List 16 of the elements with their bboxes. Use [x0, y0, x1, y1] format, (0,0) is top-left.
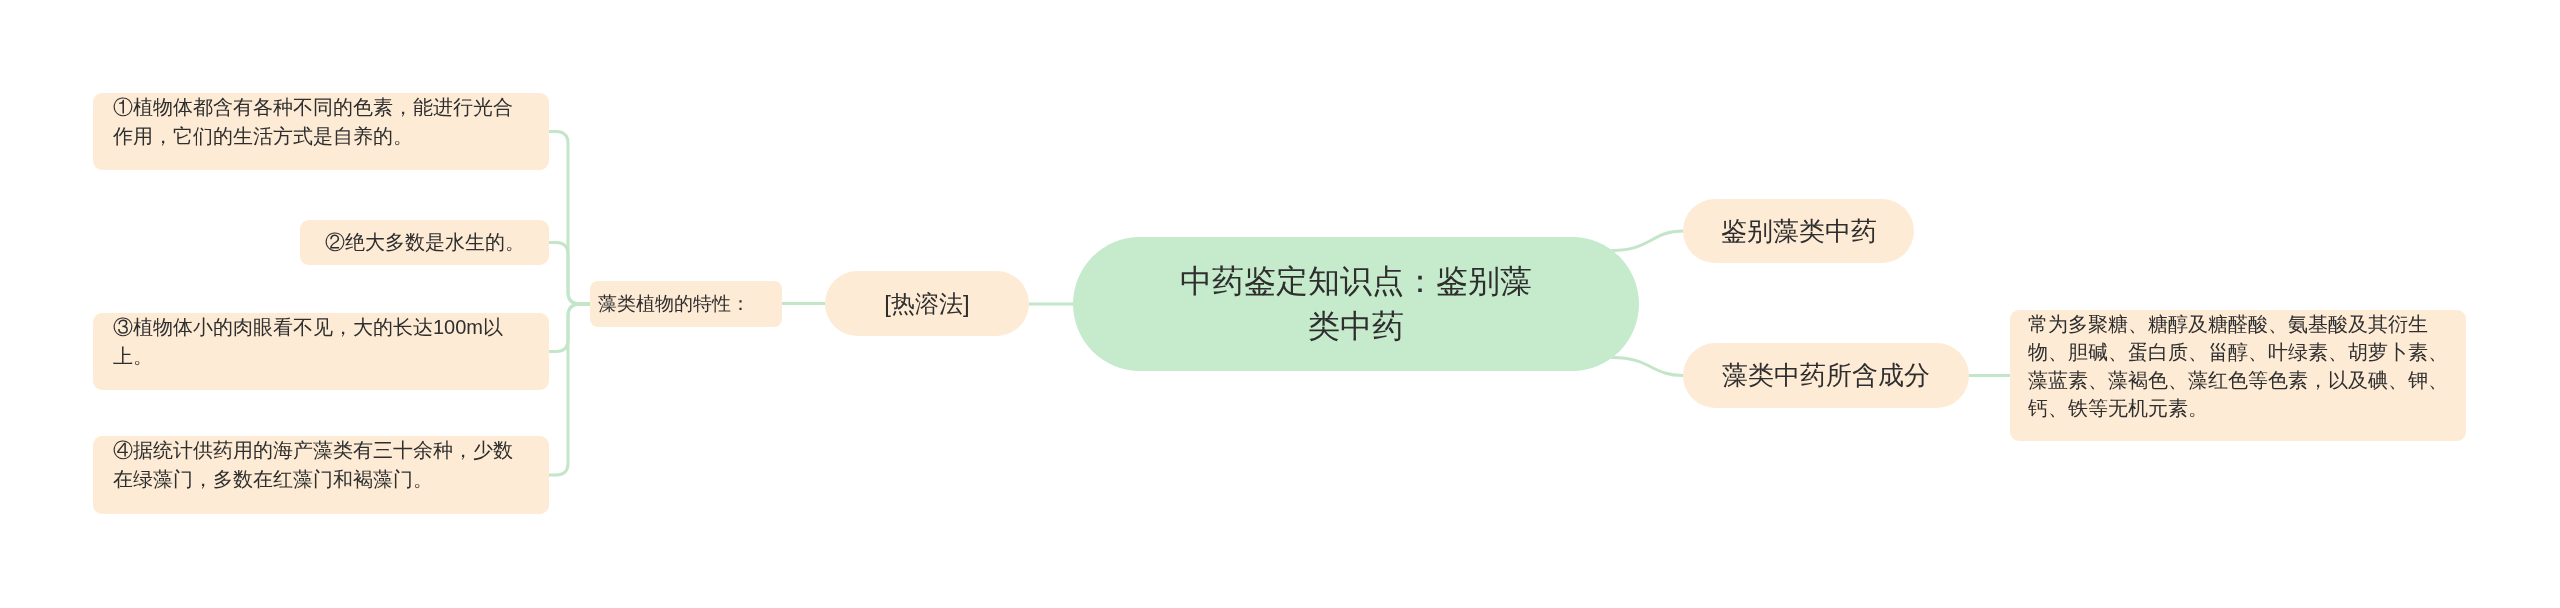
central-topic: 中药鉴定知识点：鉴别藻类中药	[1073, 237, 1639, 371]
note-card: 常为多聚糖、糖醇及糖醛酸、氨基酸及其衍生物、胆碱、蛋白质、甾醇、叶绿素、胡萝卜素、藻蓝素、藻褐色、藻红色等色素，以及碘、钾、钙、铁等无机元素。	[2010, 310, 2466, 441]
note-card: ①植物体都含有各种不同的色素，能进行光合作用，它们的生活方式是自养的。	[93, 93, 549, 170]
note-card: ③植物体小的肉眼看不见，大的长达100m以上。	[93, 313, 549, 390]
connector-line	[547, 302, 592, 477]
branch-topic: 鉴别藻类中药	[1683, 199, 1914, 263]
connector-line	[780, 302, 827, 305]
subtopic-tag: 藻类植物的特性：	[590, 281, 782, 327]
connector-line	[1610, 229, 1685, 252]
branch-topic: [热溶法]	[825, 271, 1029, 336]
connector-line	[1027, 302, 1075, 306]
note-card: ②绝大多数是水生的。	[300, 220, 549, 265]
connector-line	[1610, 356, 1685, 377]
branch-topic: 藻类中药所含成分	[1683, 343, 1969, 408]
connector-line	[1967, 374, 2012, 377]
note-card: ④据统计供药用的海产藻类有三十余种，少数在绿藻门，多数在红藻门和褐藻门。	[93, 436, 549, 514]
